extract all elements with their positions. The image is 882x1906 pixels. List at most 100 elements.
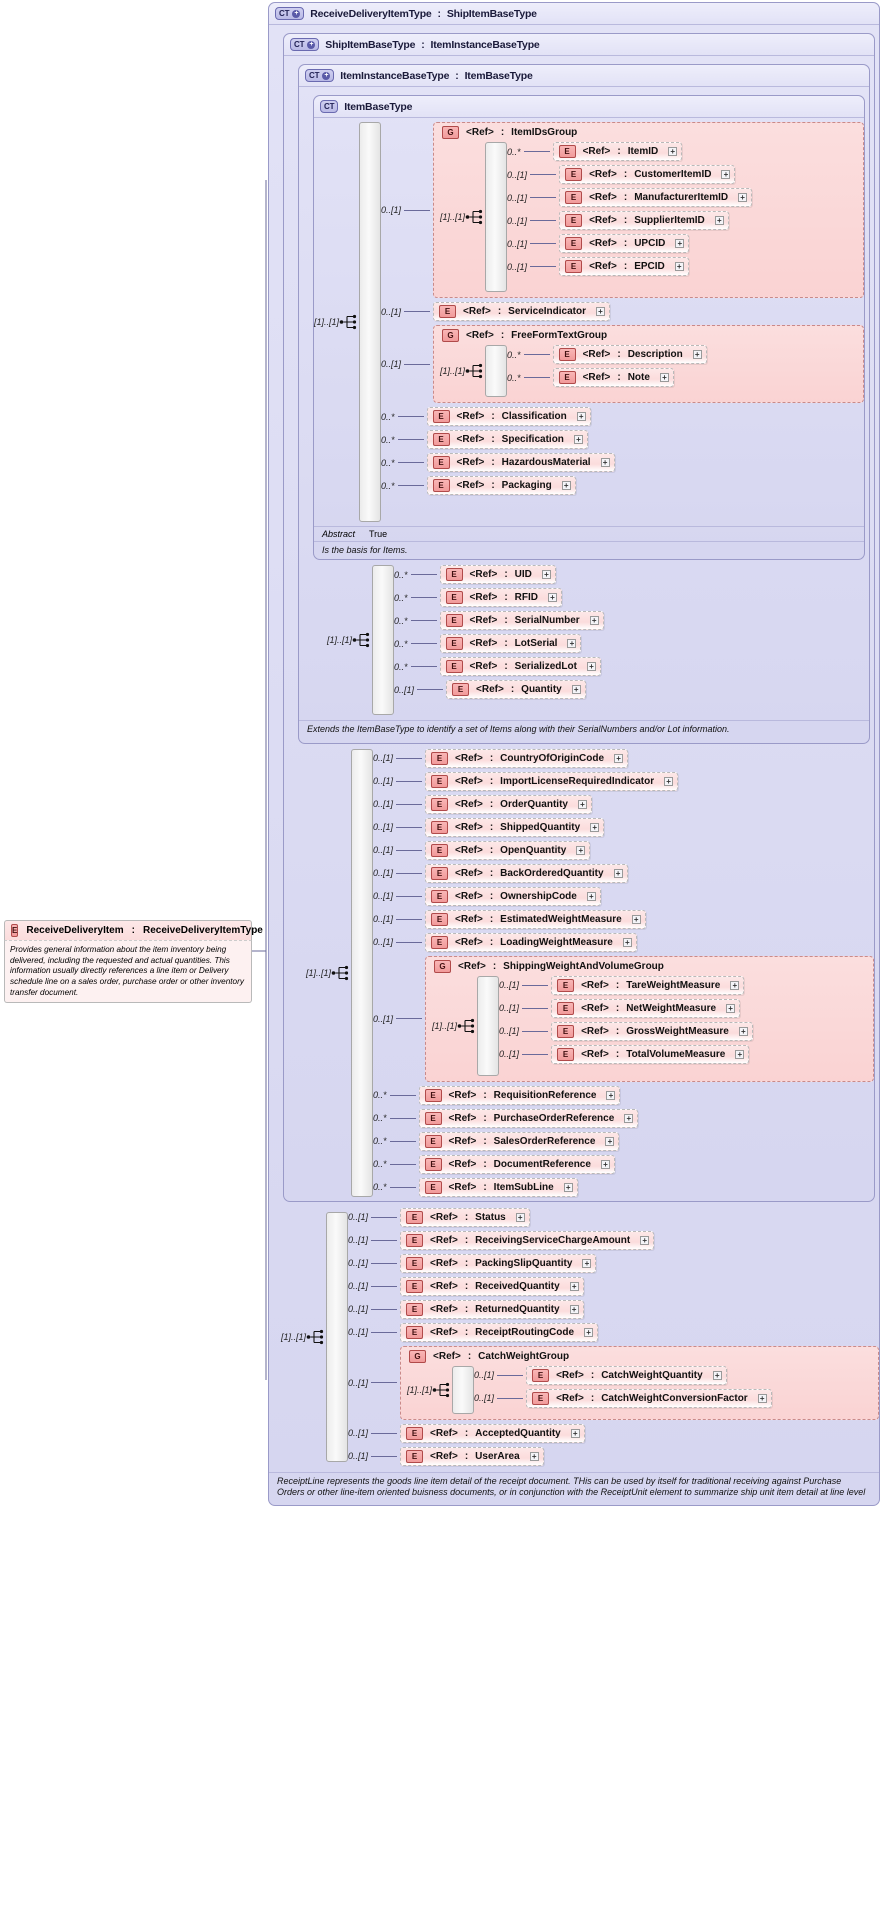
element-receivingservicechargeamount[interactable]: E <Ref> : ReceivingServiceChargeAmount + xyxy=(400,1230,655,1250)
complextype-header[interactable]: CT ItemBaseType xyxy=(314,96,864,118)
element-serviceindicator[interactable]: E <Ref> : ServiceIndicator + xyxy=(433,302,610,321)
complextype-itembasetype[interactable]: CT ItemBaseType [1]..[1] xyxy=(313,95,865,561)
element-requisitionreference[interactable]: E <Ref> : RequisitionReference + xyxy=(418,1085,621,1105)
expand-icon[interactable]: + xyxy=(561,481,571,490)
element-supplieritemid[interactable]: E <Ref> : SupplierItemID + xyxy=(559,211,729,230)
expand-icon[interactable]: + xyxy=(664,776,674,786)
element-manufactureritemid[interactable]: E <Ref> : ManufacturerItemID + xyxy=(559,188,753,207)
expand-icon[interactable]: + xyxy=(721,170,731,179)
element-itemid[interactable]: E <Ref> : ItemID + xyxy=(552,142,683,161)
root-element-card[interactable]: E ReceiveDeliveryItem : ReceiveDeliveryI… xyxy=(4,920,263,1004)
element-description[interactable]: E <Ref> : Description + xyxy=(552,345,707,364)
sequence-icon[interactable] xyxy=(331,964,351,982)
expand-icon[interactable]: + xyxy=(757,1393,767,1403)
expand-icon[interactable]: + xyxy=(712,1370,722,1380)
expand-icon[interactable]: + xyxy=(569,1304,579,1314)
complextype-header[interactable]: CT+ ShipItemBaseType : ItemInstanceBaseT… xyxy=(284,34,874,56)
expand-icon[interactable]: + xyxy=(529,1451,539,1461)
sequence-icon[interactable] xyxy=(339,313,359,331)
sequence-icon[interactable] xyxy=(465,208,485,226)
element-openquantity[interactable]: E <Ref> : OpenQuantity + xyxy=(425,840,591,860)
expand-icon[interactable]: + xyxy=(577,799,587,809)
group-itemidsgroup[interactable]: G <Ref> : ItemIDsGroup xyxy=(433,122,864,298)
expand-icon[interactable]: + xyxy=(659,373,669,382)
expand-icon[interactable]: + xyxy=(570,1428,580,1438)
element-hazardousmaterial[interactable]: E <Ref> : HazardousMaterial + xyxy=(426,453,615,472)
element-purchaseorderreference[interactable]: E <Ref> : PurchaseOrderReference + xyxy=(418,1108,639,1128)
element-shippedquantity[interactable]: E <Ref> : ShippedQuantity + xyxy=(425,817,605,837)
expand-icon[interactable]: + xyxy=(567,639,577,649)
expand-icon[interactable]: + xyxy=(573,435,583,444)
expand-icon[interactable]: + xyxy=(668,147,678,156)
group-freeformtextgroup[interactable]: G <Ref> : FreeFormTextGroup xyxy=(433,325,864,403)
element-returnedquantity[interactable]: E <Ref> : ReturnedQuantity + xyxy=(400,1299,584,1319)
expand-icon[interactable]: + xyxy=(675,239,685,248)
element-netweightmeasure[interactable]: E <Ref> : NetWeightMeasure + xyxy=(551,998,741,1018)
element-epcid[interactable]: E <Ref> : EPCID + xyxy=(559,257,689,276)
expand-icon[interactable]: + xyxy=(730,980,740,990)
element-backorderedquantity[interactable]: E <Ref> : BackOrderedQuantity + xyxy=(425,863,628,883)
expand-icon[interactable]: + xyxy=(613,868,623,878)
element-lotserial[interactable]: E <Ref> : LotSerial + xyxy=(439,634,582,654)
element-receiptroutingcode[interactable]: E <Ref> : ReceiptRoutingCode + xyxy=(400,1322,599,1342)
element-salesorderreference[interactable]: E <Ref> : SalesOrderReference + xyxy=(418,1131,620,1151)
expand-icon[interactable]: + xyxy=(622,937,632,947)
element-serialnumber[interactable]: E <Ref> : SerialNumber + xyxy=(439,611,604,631)
element-loadingweightmeasure[interactable]: E <Ref> : LoadingWeightMeasure + xyxy=(425,932,637,952)
expand-icon[interactable]: + xyxy=(600,1159,610,1169)
element-tareweightmeasure[interactable]: E <Ref> : TareWeightMeasure + xyxy=(551,975,745,995)
expand-icon[interactable]: + xyxy=(582,1258,592,1268)
expand-icon[interactable]: + xyxy=(584,1327,594,1337)
element-customeritemid[interactable]: E <Ref> : CustomerItemID + xyxy=(559,165,736,184)
complextype-shipitembasetype[interactable]: CT+ ShipItemBaseType : ItemInstanceBaseT… xyxy=(283,33,875,1202)
group-header[interactable]: G <Ref> : FreeFormTextGroup xyxy=(434,326,863,345)
expand-icon[interactable]: + xyxy=(548,593,558,603)
element-note[interactable]: E <Ref> : Note + xyxy=(552,368,674,387)
expand-icon[interactable]: + xyxy=(606,1090,616,1100)
expand-icon[interactable]: + xyxy=(624,1113,634,1123)
expand-icon[interactable]: + xyxy=(563,1182,573,1192)
element-quantity[interactable]: E <Ref> : Quantity + xyxy=(446,680,586,700)
group-header[interactable]: G <Ref> : ShippingWeightAndVolumeGroup xyxy=(426,957,873,976)
group-header[interactable]: G <Ref> : CatchWeightGroup xyxy=(401,1347,878,1366)
sequence-icon[interactable] xyxy=(432,1381,452,1399)
element-itemsubline[interactable]: E <Ref> : ItemSubLine + xyxy=(418,1177,578,1197)
element-ownershipcode[interactable]: E <Ref> : OwnershipCode + xyxy=(425,886,601,906)
expand-icon[interactable]: + xyxy=(586,891,596,901)
expand-icon[interactable]: + xyxy=(640,1235,650,1245)
element-rfid[interactable]: E <Ref> : RFID + xyxy=(439,588,563,608)
root-element-header[interactable]: E ReceiveDeliveryItem : ReceiveDeliveryI… xyxy=(4,920,263,940)
element-acceptedquantity[interactable]: E <Ref> : AcceptedQuantity + xyxy=(400,1423,585,1443)
expand-icon[interactable]: + xyxy=(605,1136,615,1146)
expand-icon[interactable]: + xyxy=(738,193,748,202)
expand-icon[interactable]: + xyxy=(600,458,610,467)
group-catchweightgroup[interactable]: G <Ref> : CatchWeightGroup [1]..[1] xyxy=(400,1345,879,1420)
group-shippingweightandvolumegroup[interactable]: G <Ref> : ShippingWeightAndVolumeGroup [… xyxy=(425,955,874,1082)
element-status[interactable]: E <Ref> : Status + xyxy=(400,1207,530,1227)
element-catchweightquantity[interactable]: E <Ref> : CatchWeightQuantity + xyxy=(526,1365,727,1385)
complextype-iteminstancebasetype[interactable]: CT+ ItemInstanceBaseType : ItemBaseType … xyxy=(298,64,870,744)
element-uid[interactable]: E <Ref> : UID + xyxy=(439,565,556,585)
expand-icon[interactable]: + xyxy=(692,350,702,359)
element-serializedlot[interactable]: E <Ref> : SerializedLot + xyxy=(439,657,601,677)
complextype-header[interactable]: CT+ ItemInstanceBaseType : ItemBaseType xyxy=(299,65,869,87)
element-totalvolumemeasure[interactable]: E <Ref> : TotalVolumeMeasure + xyxy=(551,1044,750,1064)
complextype-receivedeliveryitemtype[interactable]: CT+ ReceiveDeliveryItemType : ShipItemBa… xyxy=(268,2,880,1506)
expand-icon[interactable]: + xyxy=(576,412,586,421)
element-packaging[interactable]: E <Ref> : Packaging + xyxy=(426,476,576,495)
element-receivedquantity[interactable]: E <Ref> : ReceivedQuantity + xyxy=(400,1276,584,1296)
expand-icon[interactable]: + xyxy=(589,616,599,626)
expand-icon[interactable]: + xyxy=(735,1049,745,1059)
element-documentreference[interactable]: E <Ref> : DocumentReference + xyxy=(418,1154,615,1174)
element-grossweightmeasure[interactable]: E <Ref> : GrossWeightMeasure + xyxy=(551,1021,753,1041)
element-catchweightconversionfactor[interactable]: E <Ref> : CatchWeightConversionFactor + xyxy=(526,1388,772,1408)
element-orderquantity[interactable]: E <Ref> : OrderQuantity + xyxy=(425,794,592,814)
sequence-icon[interactable] xyxy=(465,362,485,380)
expand-icon[interactable]: + xyxy=(726,1003,736,1013)
expand-icon[interactable]: + xyxy=(586,662,596,672)
expand-icon[interactable]: + xyxy=(541,570,551,580)
element-classification[interactable]: E <Ref> : Classification + xyxy=(426,407,591,426)
group-header[interactable]: G <Ref> : ItemIDsGroup xyxy=(434,123,863,142)
element-countryoforigincode[interactable]: E <Ref> : CountryOfOriginCode + xyxy=(425,748,629,768)
sequence-icon[interactable] xyxy=(352,631,372,649)
